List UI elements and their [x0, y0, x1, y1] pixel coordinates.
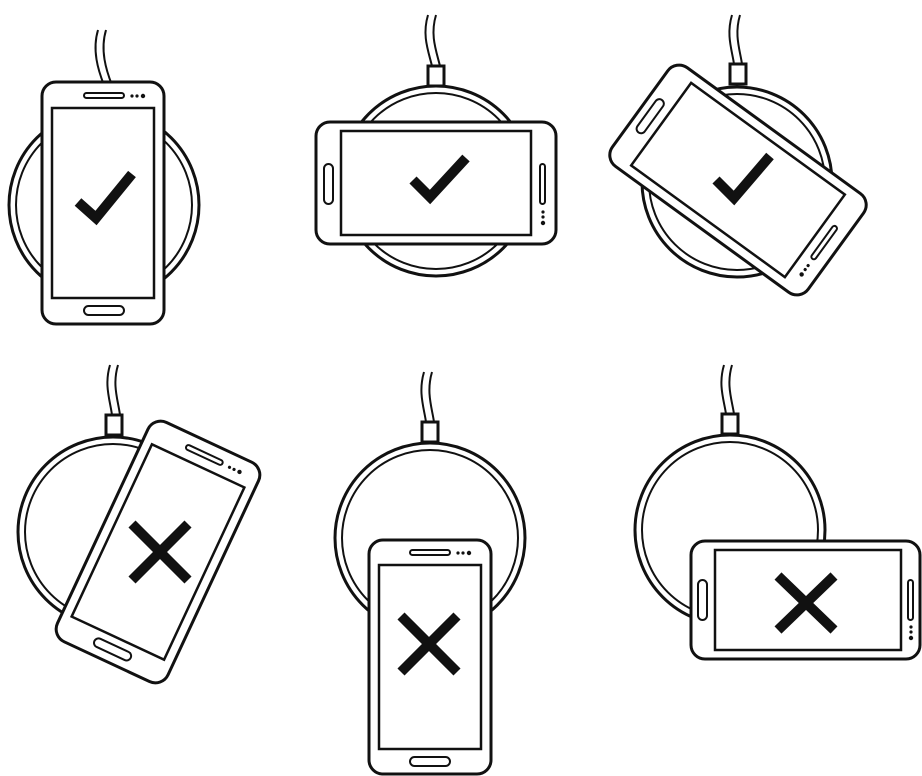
- charger-cable: [729, 15, 742, 64]
- charger-connector: [428, 66, 444, 86]
- charger-cable: [107, 365, 120, 415]
- charger-connector: [730, 64, 746, 84]
- smartphone: [316, 122, 556, 244]
- charger-connector: [106, 415, 122, 435]
- charger-cable: [421, 372, 434, 422]
- charger-cable: [96, 30, 112, 85]
- placement-panel-landscape-centered: [316, 15, 556, 276]
- charger-connector: [722, 414, 738, 434]
- placement-panel-portrait-offset-down: [335, 372, 525, 774]
- smartphone: [369, 540, 491, 774]
- placement-panel-landscape-offset-down-right: [635, 365, 920, 659]
- placement-panel-portrait-centered: [9, 30, 199, 324]
- smartphone: [604, 60, 871, 301]
- placement-panel-tilted-centered: [604, 15, 871, 300]
- placement-panel-tilted-offset-right: [18, 365, 264, 687]
- charger-cable: [425, 15, 440, 66]
- charger-cable: [721, 365, 734, 414]
- charger-connector: [422, 422, 438, 442]
